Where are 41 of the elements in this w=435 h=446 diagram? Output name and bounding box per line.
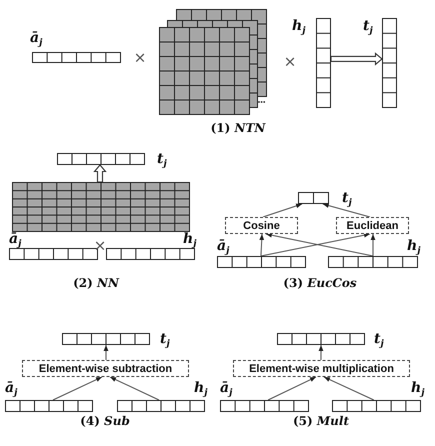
panel-caption: (2) NN <box>73 277 119 289</box>
operation-box: Euclidean <box>336 217 409 234</box>
variable-label: h$_{j}$ <box>407 239 420 253</box>
arrow <box>323 376 374 400</box>
variable-label: ā$_{j}$ <box>9 232 22 246</box>
variable-label: t$_{j}$ <box>342 191 352 205</box>
hollow-arrow <box>330 52 383 66</box>
arrow <box>268 376 316 400</box>
variable-label: t$_{j}$ <box>160 332 170 346</box>
variable-label: h$_{j}$ <box>194 381 208 395</box>
variable-label: h$_{j}$ <box>292 19 306 33</box>
arrow <box>262 204 303 218</box>
panel-caption: (4) Sub <box>80 415 130 427</box>
operation-box: Element-wise subtraction <box>22 360 189 377</box>
arrow <box>110 376 160 400</box>
arrow <box>370 234 376 256</box>
tensor-stack <box>159 9 267 115</box>
variable-label: ā$_{j}$ <box>217 239 230 253</box>
variable-label: ā$_{j}$ <box>220 381 232 395</box>
variable-label: t$_{j}$ <box>374 332 384 346</box>
arrow <box>322 203 371 218</box>
variable-label: h$_{j}$ <box>183 232 196 246</box>
panel-caption: (3) EucCos <box>283 277 357 289</box>
panel-caption: (5) Mult <box>293 415 349 427</box>
variable-label: ā$_{j}$ <box>30 31 42 45</box>
variable-label: ā$_{j}$ <box>5 381 18 395</box>
variable-label: t$_{j}$ <box>363 19 373 33</box>
multiplication-sign: × <box>284 54 296 70</box>
variable-label: h$_{j}$ <box>411 381 424 395</box>
hollow-arrow <box>93 164 107 183</box>
arrow <box>259 234 264 256</box>
multiplication-sign: × <box>134 50 146 66</box>
matrix-grid <box>12 182 190 232</box>
arrow <box>52 376 102 400</box>
operation-box: Element-wise multiplication <box>233 360 410 377</box>
panel-caption: (1) NTN <box>210 122 266 134</box>
arrow <box>104 344 108 360</box>
multiplication-sign: × <box>94 238 106 254</box>
operation-box: Cosine <box>225 217 298 234</box>
variable-label: t$_{j}$ <box>157 152 167 166</box>
arrow <box>318 344 324 360</box>
